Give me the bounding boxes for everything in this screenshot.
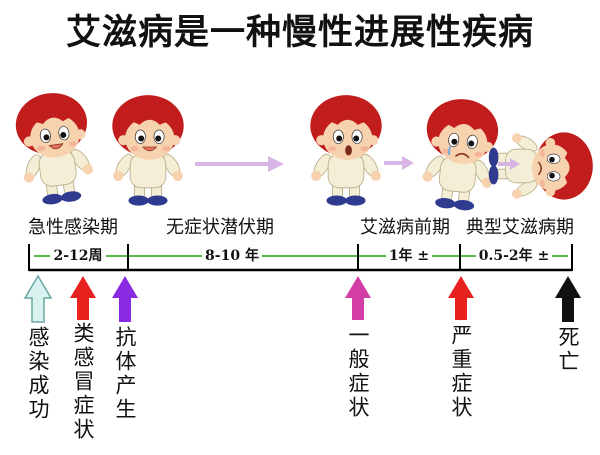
tear <box>448 146 452 156</box>
timeline <box>28 244 573 272</box>
duration-text: 2-12周 <box>50 248 106 264</box>
up-arrow-icon <box>555 276 581 322</box>
duration-label: 1年 ± <box>354 246 464 266</box>
event-infection-success: 感染成功 <box>26 326 50 422</box>
up-arrow-icon <box>23 274 53 323</box>
progress-arrow-icon <box>498 158 520 170</box>
cartoon-child-icon <box>488 131 594 201</box>
diagram-title: 艾滋病是一种慢性进展性疾病 <box>65 13 534 53</box>
cartoon-child-icon <box>418 95 502 214</box>
phase-typical-aids: 典型艾滋病期 <box>466 217 574 238</box>
event-general-symptoms: 一般症状 <box>346 324 370 420</box>
up-arrow-icon <box>448 276 474 320</box>
event-death: 死亡 <box>556 326 580 374</box>
phase-asymptomatic: 无症状潜伏期 <box>166 217 274 238</box>
duration-text: 0.5-2年 ± <box>475 248 553 264</box>
duration-text: 1年 ± <box>385 248 433 264</box>
cartoon-child-icon <box>111 94 185 207</box>
progress-arrow-icon <box>384 156 414 170</box>
phase-acute-infection: 急性感染期 <box>28 217 118 238</box>
smile-mouth <box>141 146 158 152</box>
up-arrow-icon <box>345 276 371 320</box>
progress-arrow-icon <box>195 156 284 172</box>
up-arrow-icon <box>112 276 138 322</box>
event-severe-symptoms: 严重症状 <box>449 324 473 420</box>
duration-label: 8-10 年 <box>177 246 287 266</box>
event-flu-like-symptoms: 类感冒症状 <box>71 322 95 442</box>
up-arrow-icon <box>70 276 96 320</box>
smile-mouth <box>48 143 64 150</box>
cartoon-child-icon <box>11 88 99 209</box>
event-antibody-production: 抗体产生 <box>113 326 137 422</box>
duration-label: 2-12周 <box>23 246 133 266</box>
cartoon-child-icon <box>309 94 383 207</box>
duration-text: 8-10 年 <box>202 248 262 264</box>
frown-mouth <box>454 152 470 159</box>
duration-label: 0.5-2年 ± <box>459 246 569 266</box>
phase-pre-aids: 艾滋病前期 <box>360 217 450 238</box>
open-mouth <box>345 145 352 156</box>
frown-mouth <box>537 161 542 176</box>
